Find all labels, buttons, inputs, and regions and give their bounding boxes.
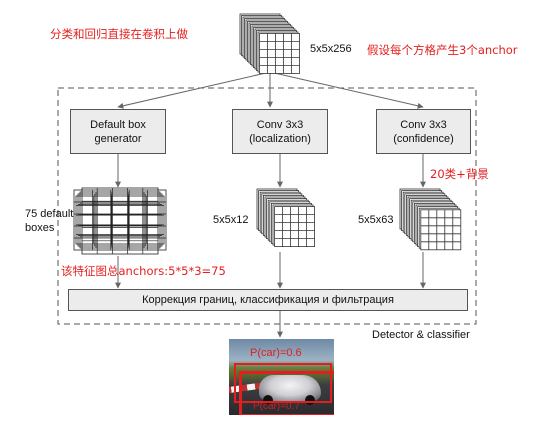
connector-input-to-confidence [269,71,424,109]
bounding-box-2 [239,371,334,415]
annotation-classification-regression: 分类和回归直接在卷积上做 [50,27,188,41]
car-wheel-front [263,395,273,405]
default-boxes-label-line1: 75 default [25,208,74,220]
default-box-outline [77,193,163,247]
confidence-feature-map-stack [399,188,462,251]
result-image: P(car)=0.6 P(car)=0.7 [229,339,334,415]
loc-stack-layer [274,206,316,248]
detector-classifier-label: Detector & classifier [372,329,470,341]
default-boxes-grid [73,187,167,255]
detection-label-bottom: P(car)=0.7 [253,401,300,412]
localization-line2: (localization) [249,132,311,145]
conf-stack-layer [420,209,462,251]
input-feature-map-stack [239,13,300,74]
localization-output-label: 5x5x12 [213,214,249,226]
default-box-line2: generator [94,132,142,145]
bounding-box-1 [234,363,332,403]
input-stack-layer [259,33,300,74]
default-box-outline [79,191,161,249]
annotation-total-anchors: 该特征图总anchors:5*5*3=75 [61,264,226,278]
localization-feature-map-stack [256,188,316,248]
detector-region [57,87,477,325]
conv-confidence-box: Conv 3x3(confidence) [376,109,471,154]
conv-localization-box: Conv 3x3(localization) [232,109,328,154]
confidence-line1: Conv 3x3 [400,118,447,131]
default-box-line1: Default box [90,118,146,131]
merge-box-label: Коррекция границ, классификация и фильтр… [142,294,394,306]
merge-box: Коррекция границ, классификация и фильтр… [68,289,468,311]
car-wheel-rear [305,395,315,405]
detection-label-top: P(car)=0.6 [250,347,302,359]
default-box-outline [81,187,159,255]
connector-input-to-defaultbox [117,71,271,109]
annotation-classes: 20类+背景 [430,167,489,181]
confidence-output-label: 5x5x63 [358,214,394,226]
input-feature-label: 5x5x256 [310,43,352,55]
localization-line1: Conv 3x3 [256,118,304,131]
default-box-outline [73,189,167,251]
confidence-line2: (confidence) [393,132,454,145]
default-boxes-label-line2: boxes [25,222,55,234]
annotation-anchors-per-cell: 假设每个方格产生3个anchor [367,43,518,57]
default-box-outline [75,195,165,245]
